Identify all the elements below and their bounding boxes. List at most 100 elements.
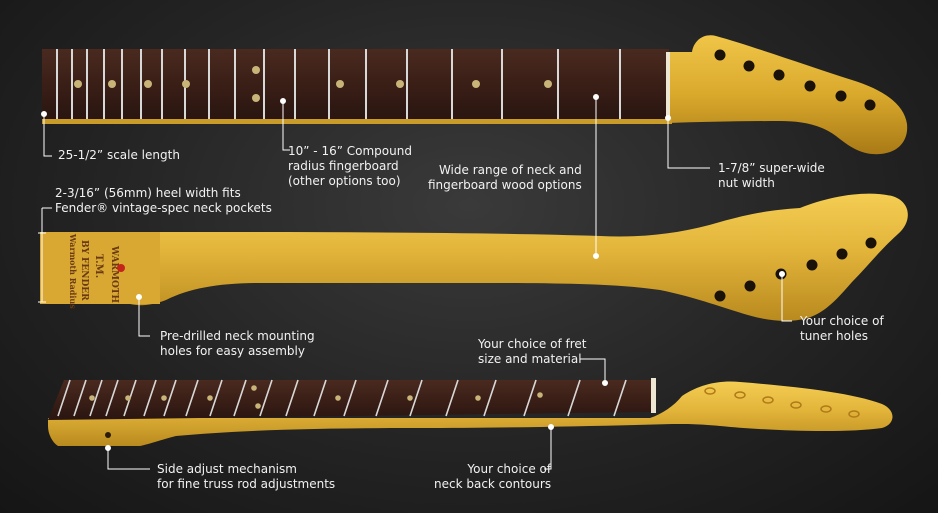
callout-mounting-holes: Pre-drilled neck mounting holes for easy… bbox=[160, 329, 315, 358]
position-dot bbox=[255, 403, 261, 409]
position-dot bbox=[207, 395, 213, 401]
fret bbox=[445, 379, 459, 417]
fret bbox=[71, 49, 73, 119]
fret bbox=[259, 379, 273, 417]
leader-heel-width bbox=[38, 207, 52, 303]
callout-tuner-holes: Your choice of tuner holes bbox=[800, 314, 884, 343]
bottom-neck bbox=[48, 378, 893, 446]
fret bbox=[501, 49, 503, 119]
fret bbox=[185, 379, 199, 417]
fret bbox=[567, 379, 581, 417]
fret bbox=[161, 49, 163, 119]
position-dot bbox=[182, 80, 190, 88]
leader-back-contours bbox=[544, 424, 554, 470]
tuner-hole bbox=[865, 237, 877, 249]
heel-stamp-tm: T.M. bbox=[93, 254, 104, 278]
fret bbox=[140, 49, 142, 119]
position-dot bbox=[251, 385, 257, 391]
tuner-hole bbox=[744, 280, 756, 292]
fret bbox=[105, 379, 119, 417]
top-neck-maple-edge bbox=[42, 118, 672, 124]
fret bbox=[451, 49, 453, 119]
position-dot bbox=[336, 80, 344, 88]
leader-mounting-holes bbox=[136, 294, 150, 337]
fret bbox=[234, 49, 236, 119]
tuner-hole bbox=[790, 401, 802, 409]
position-dot bbox=[472, 80, 480, 88]
leader-truss-rod bbox=[105, 445, 150, 470]
heel-stamp: WARMOTH T.M. BY FENDER Warmoth Radius bbox=[68, 233, 119, 309]
callout-back-contours: Your choice of neck back contours bbox=[434, 462, 552, 491]
fret bbox=[343, 379, 357, 417]
callout-fingerboard-radius: 10” - 16” Compound radius fingerboard (o… bbox=[288, 144, 412, 188]
tuner-hole bbox=[743, 60, 755, 72]
leader-fret-choice bbox=[580, 358, 608, 386]
callout-scale-length: 25-1/2” scale length bbox=[58, 148, 180, 162]
position-dot bbox=[252, 66, 260, 74]
position-dot bbox=[161, 395, 167, 401]
tuner-hole bbox=[806, 259, 818, 271]
position-dot bbox=[544, 80, 552, 88]
fret bbox=[89, 379, 103, 417]
tuner-hole bbox=[864, 99, 876, 111]
bottom-neck-fingerboard bbox=[48, 380, 654, 420]
callout-truss-rod: Side adjust mechanism for fine truss rod… bbox=[157, 462, 336, 491]
tuner-hole bbox=[704, 387, 716, 395]
fret bbox=[375, 379, 389, 417]
tuner-hole bbox=[836, 248, 848, 260]
fret bbox=[406, 49, 408, 119]
bottom-neck-frets bbox=[57, 379, 627, 417]
middle-neck: WARMOTH T.M. BY FENDER Warmoth Radius bbox=[40, 193, 908, 321]
fret bbox=[328, 49, 330, 119]
top-neck-nut bbox=[666, 52, 670, 118]
top-neck-fingerboard bbox=[42, 49, 669, 119]
bottom-neck-body bbox=[48, 381, 893, 446]
fret bbox=[365, 49, 367, 119]
leader-lines bbox=[38, 94, 792, 470]
tuner-hole bbox=[820, 405, 832, 413]
fret bbox=[263, 49, 265, 119]
position-dot bbox=[475, 395, 481, 401]
tuner-hole bbox=[804, 80, 816, 92]
fret bbox=[143, 379, 157, 417]
top-neck-headstock bbox=[668, 35, 908, 155]
position-dot bbox=[108, 80, 116, 88]
tuner-hole bbox=[762, 396, 774, 404]
fret bbox=[523, 379, 537, 417]
leader-nut-width bbox=[665, 115, 710, 169]
fret bbox=[163, 379, 177, 417]
bottom-neck-nut bbox=[651, 378, 656, 413]
top-neck-frets bbox=[56, 49, 621, 119]
fret bbox=[613, 379, 627, 417]
position-dot bbox=[335, 395, 341, 401]
heel-red-dot bbox=[117, 264, 125, 272]
fret bbox=[209, 379, 223, 417]
position-dot bbox=[537, 392, 543, 398]
fret bbox=[86, 49, 88, 119]
fret bbox=[619, 49, 621, 119]
fret bbox=[233, 379, 247, 417]
position-dot bbox=[74, 80, 82, 88]
fret bbox=[557, 49, 559, 119]
heel-stamp-brand-side: BY FENDER bbox=[79, 240, 89, 301]
fret bbox=[313, 379, 327, 417]
leader-fingerboard-radius bbox=[280, 98, 290, 151]
fret bbox=[409, 379, 423, 417]
bottom-neck-tuner-holes bbox=[704, 387, 860, 418]
fret bbox=[285, 379, 299, 417]
heel-plate bbox=[40, 232, 160, 304]
top-neck-tuner-holes bbox=[714, 49, 876, 111]
position-dot bbox=[396, 80, 404, 88]
top-neck bbox=[42, 35, 908, 155]
callout-nut-width: 1-7/8” super-wide nut width bbox=[718, 161, 825, 190]
position-dot bbox=[252, 94, 260, 102]
middle-neck-body bbox=[40, 193, 908, 321]
position-dot bbox=[144, 80, 152, 88]
leader-scale-length bbox=[41, 111, 52, 157]
tuner-hole bbox=[734, 391, 746, 399]
fret bbox=[57, 379, 71, 417]
tuner-hole bbox=[714, 290, 726, 302]
leader-wood-options bbox=[593, 94, 599, 259]
tuner-hole bbox=[714, 49, 726, 61]
